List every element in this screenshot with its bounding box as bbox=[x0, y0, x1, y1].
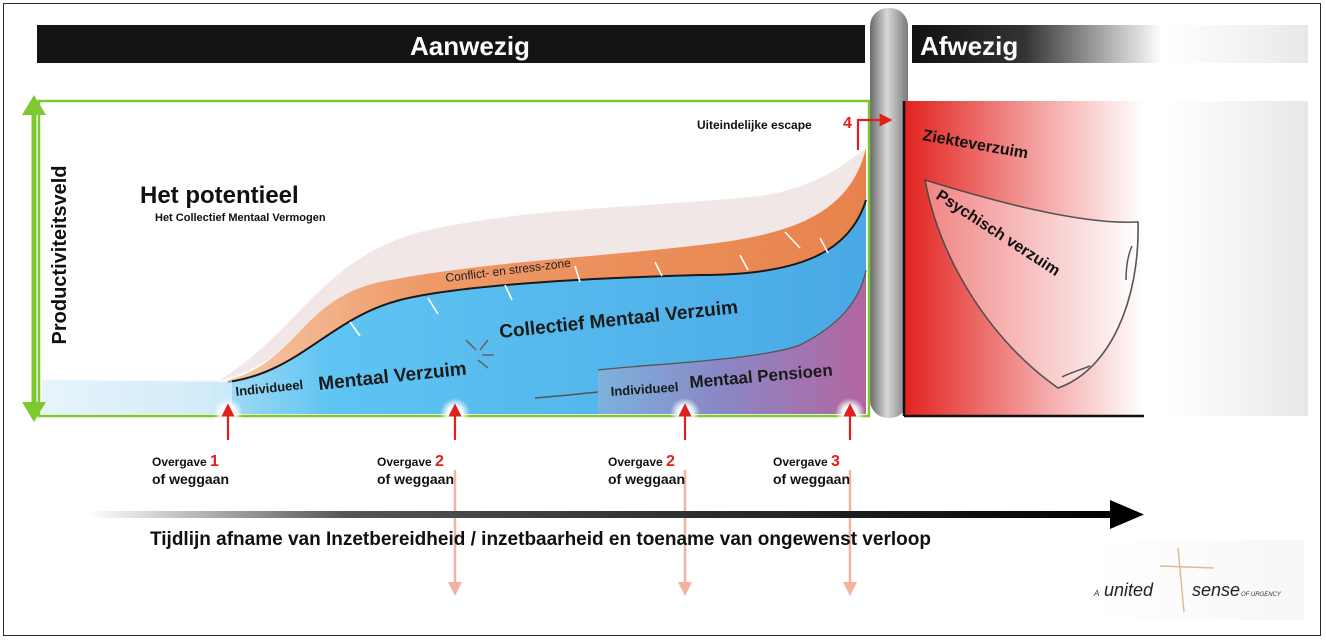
present-bar bbox=[37, 25, 865, 63]
logo-word2: sense bbox=[1192, 580, 1240, 600]
psychological-zone bbox=[923, 178, 1139, 389]
transition-1: Overgave 1 of weggaan bbox=[152, 453, 229, 487]
transition-2a-line1: Overgave bbox=[377, 455, 432, 469]
transition-2b: Overgave 2 of weggaan bbox=[608, 453, 685, 487]
united-sense-logo: A united sense OF URGENCY bbox=[1093, 540, 1304, 620]
potential-subtitle: Het Collectief Mentaal Vermogen bbox=[155, 212, 326, 224]
transition-2b-line2: of weggaan bbox=[608, 471, 685, 487]
logo-prefix: A bbox=[1093, 589, 1099, 598]
escape-label: Uiteindelijke escape bbox=[697, 118, 812, 132]
absence-fade bbox=[1168, 101, 1308, 416]
leave-arrows bbox=[453, 470, 852, 585]
transition-1-line1: Overgave bbox=[152, 455, 207, 469]
present-label: Aanwezig bbox=[410, 31, 530, 61]
logo-suffix: OF URGENCY bbox=[1241, 592, 1282, 598]
flow-arrow bbox=[534, 391, 599, 399]
divider-pillar bbox=[870, 8, 908, 418]
timeline-bar bbox=[88, 511, 1118, 518]
timeline-label: Tijdlijn afname van Inzetbereidheid / in… bbox=[150, 529, 931, 550]
individual-prefix: Individueel bbox=[235, 377, 304, 399]
absent-bar bbox=[912, 25, 1162, 63]
escape-number: 4 bbox=[843, 115, 852, 132]
collective-zone bbox=[42, 200, 866, 414]
absent-label: Afwezig bbox=[920, 31, 1018, 61]
transition-3: Overgave 3 of weggaan bbox=[773, 453, 850, 487]
productivity-label: Productiviteitsveld bbox=[49, 166, 71, 345]
transition-2a-line2: of weggaan bbox=[377, 471, 454, 487]
transition-2a-number: 2 bbox=[435, 453, 444, 470]
cycle-arrow-left-icon bbox=[1061, 365, 1091, 378]
transition-3-number: 3 bbox=[831, 453, 840, 470]
transition-2b-line1: Overgave bbox=[608, 455, 663, 469]
escape-arrow-icon bbox=[856, 113, 893, 150]
logo-word1: united bbox=[1104, 580, 1154, 600]
transition-3-line2: of weggaan bbox=[773, 471, 850, 487]
potential-title: Het potentieel bbox=[140, 182, 299, 209]
leave-arrow-heads-icon bbox=[448, 582, 857, 596]
transition-arrows bbox=[221, 403, 857, 440]
pension-zone bbox=[598, 270, 866, 414]
capacity-curve bbox=[227, 199, 867, 383]
transition-1-number: 1 bbox=[210, 453, 219, 470]
pressure-arrows bbox=[349, 231, 829, 337]
productivity-arrow-down-icon bbox=[22, 402, 46, 422]
timeline-arrowhead-icon bbox=[1110, 500, 1144, 529]
conflict-zone bbox=[228, 148, 866, 382]
cycle-arrow-up-icon bbox=[1125, 245, 1133, 281]
pension-prefix: Individueel bbox=[610, 379, 679, 399]
transition-1-line2: of weggaan bbox=[152, 471, 229, 487]
pension-curve bbox=[597, 269, 867, 371]
productivity-arrow-up-icon bbox=[22, 95, 46, 115]
scatter-arrows-icon bbox=[465, 339, 494, 369]
transition-2a: Overgave 2 of weggaan bbox=[377, 453, 454, 487]
absent-bar-fade bbox=[1168, 25, 1308, 63]
transition-2b-number: 2 bbox=[666, 453, 675, 470]
baseline-band bbox=[42, 380, 232, 414]
transition-3-line1: Overgave bbox=[773, 455, 828, 469]
